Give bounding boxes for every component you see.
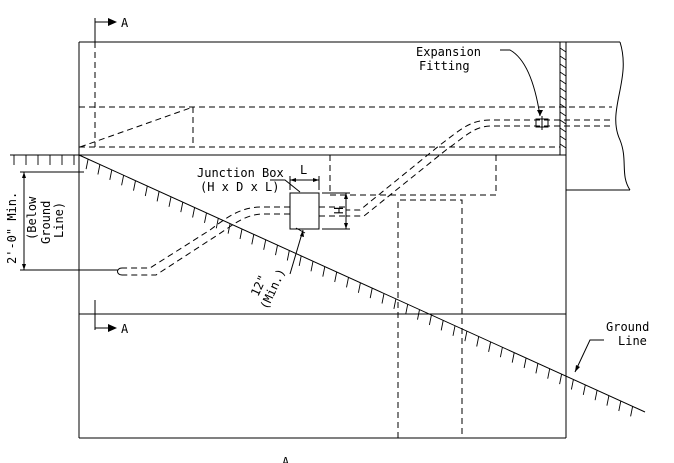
slope-dimension (289, 227, 306, 275)
ground-line-label-1: Ground (606, 320, 649, 334)
depth-labels: 2'-0" Min. (Below Ground Line) (5, 192, 66, 264)
break-line (615, 41, 631, 191)
depth-label-2: (Below (25, 196, 39, 240)
expansion-fitting-label-2: Fitting (419, 59, 470, 73)
dimension-h-label: H (331, 207, 345, 214)
ground-line (10, 154, 646, 417)
depth-label-1: 2'-0" Min. (5, 192, 19, 264)
slope-labels: 12" (Min.) (248, 266, 288, 311)
structure-outline (78, 41, 631, 439)
depth-label-3: Ground (39, 201, 53, 244)
section-label-edge: A (282, 455, 290, 463)
junction-box-label-1: Junction Box (197, 166, 284, 180)
section-label-top: A (121, 16, 129, 30)
dimension-l-label: L (300, 163, 307, 177)
ground-line-label-2: Line (618, 334, 647, 348)
section-marker-bottom: A (94, 300, 129, 336)
depth-dimension (20, 171, 118, 271)
hidden-lines (79, 42, 612, 438)
section-marker-top: A (94, 16, 129, 44)
junction-box (270, 176, 350, 230)
expansion-joint (559, 42, 567, 155)
expansion-fitting-label-1: Expansion (416, 45, 481, 59)
slab-notch (565, 155, 630, 191)
expansion-leader (500, 49, 541, 117)
section-label-bottom: A (121, 322, 129, 336)
junction-box-label-2: (H x D x L) (200, 180, 279, 194)
depth-label-4: Line) (52, 202, 66, 238)
ground-leader (574, 339, 604, 373)
conduit (117, 116, 610, 276)
